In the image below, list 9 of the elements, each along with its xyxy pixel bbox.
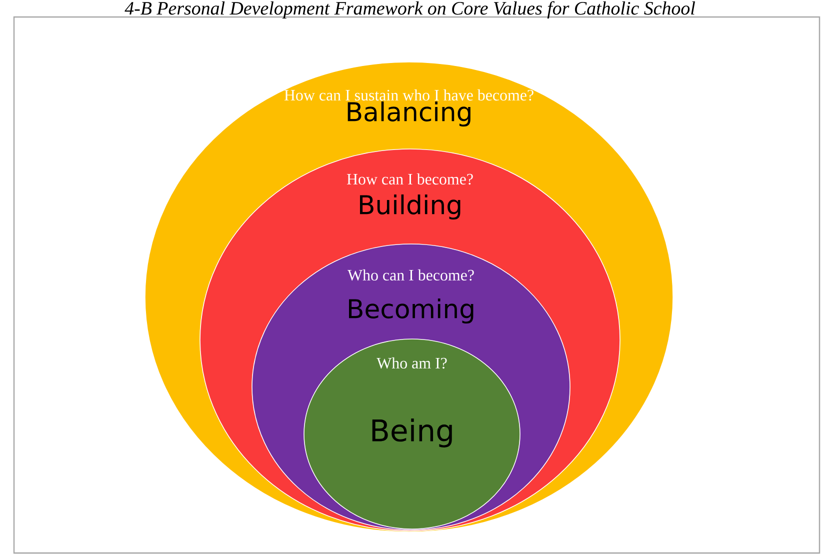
stage-label: Being xyxy=(372,418,452,448)
question-text: How can I become? xyxy=(346,173,473,185)
stage-label: Balancing xyxy=(348,101,470,127)
question-text: How can I sustain who I have become? xyxy=(284,89,534,101)
question-text: Who can I become? xyxy=(348,269,474,281)
stage-label: Building xyxy=(360,194,460,220)
stage-label: Becoming xyxy=(349,298,474,324)
title: 4-B Personal Development Framework on Core Values for Catholic School xyxy=(124,1,695,19)
question-text: Who am I? xyxy=(376,357,447,369)
